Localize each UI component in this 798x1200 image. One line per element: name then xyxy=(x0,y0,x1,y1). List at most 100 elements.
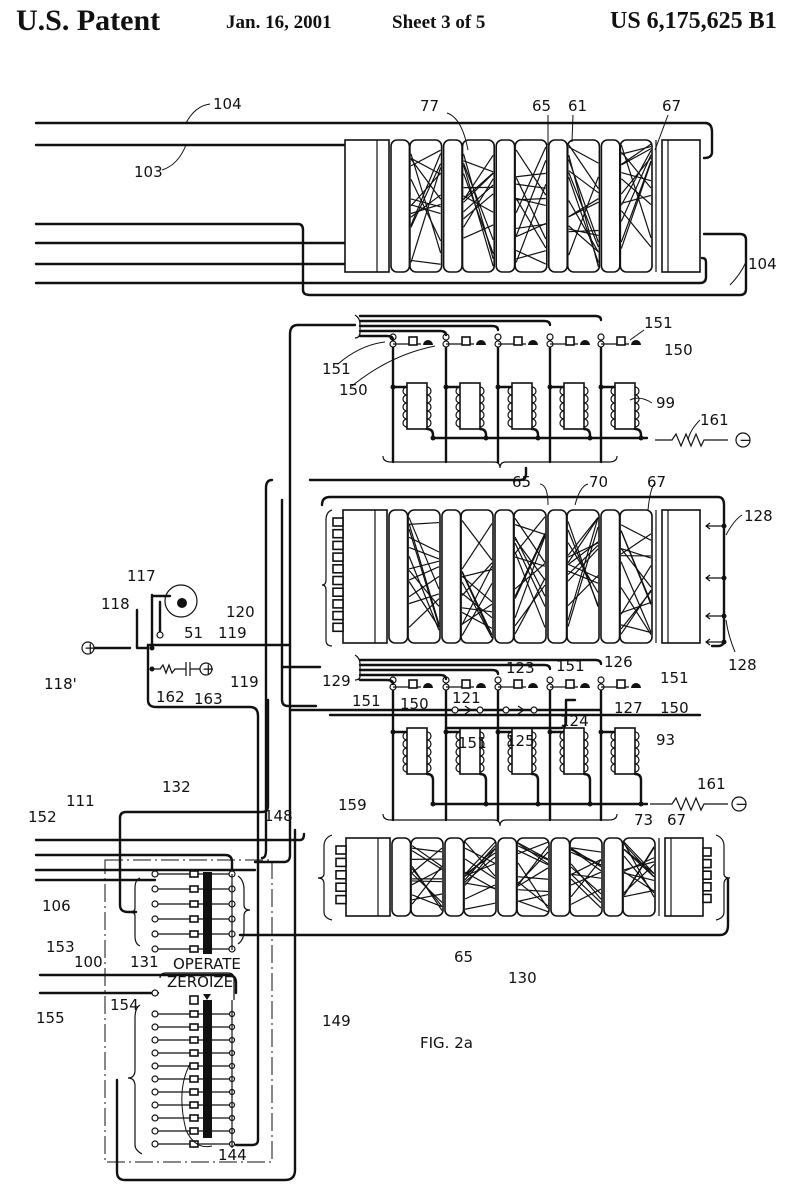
rotor-wire xyxy=(410,157,441,175)
contact-armature xyxy=(565,679,575,689)
negative-terminal-symbol: − xyxy=(735,795,748,813)
rotor-wire xyxy=(620,601,652,614)
rotor-wire xyxy=(514,542,546,607)
rotor-wire xyxy=(515,177,547,240)
ref-149: 149 xyxy=(322,1012,351,1030)
ref-77: 77 xyxy=(420,97,439,115)
rotor-wire xyxy=(461,568,493,578)
rotor-wire xyxy=(464,882,496,889)
rotor-wire xyxy=(461,603,493,625)
ref-120: 120 xyxy=(226,603,255,621)
rotor-wire xyxy=(462,173,494,254)
rotor-wire xyxy=(463,184,494,213)
ref-117: 117 xyxy=(127,567,156,585)
contact-terminal xyxy=(494,676,502,684)
rotor-wire xyxy=(411,847,443,874)
ref-159: 159 xyxy=(338,796,367,814)
rotor-wire xyxy=(518,889,549,893)
rotor-wire xyxy=(568,198,599,218)
rotor-disc xyxy=(547,509,568,644)
ref-128: 128 xyxy=(744,507,773,525)
feed-wire xyxy=(358,658,603,666)
ref-126: 126 xyxy=(604,653,633,671)
rotor-disc xyxy=(442,139,463,273)
ref-154: 154 xyxy=(110,996,139,1014)
rotor-wire xyxy=(623,861,655,871)
rotor-wire xyxy=(408,598,440,628)
switch-terminal xyxy=(151,1049,159,1057)
rotor-wire xyxy=(514,533,546,597)
ref-151: 151 xyxy=(322,360,351,378)
rotor-disc xyxy=(391,837,412,917)
rotor-wire xyxy=(517,845,549,861)
rotor-wire xyxy=(408,575,440,598)
end-plate xyxy=(344,139,390,273)
rotor-wire xyxy=(463,193,494,220)
keying-switch-panel[interactable] xyxy=(127,870,251,1155)
rotor-wire xyxy=(408,593,440,605)
rotor-wire xyxy=(461,575,493,603)
feed-wire xyxy=(358,334,395,342)
switch-terminal xyxy=(151,1010,159,1018)
ref-100: 100 xyxy=(74,953,103,971)
rotor-wire xyxy=(515,160,547,237)
ref-111: 111 xyxy=(66,792,95,810)
bracket xyxy=(129,877,141,947)
resistor-161-upper: − xyxy=(655,431,752,449)
ref-153: 153 xyxy=(46,938,75,956)
relay-coil-icon xyxy=(406,382,428,430)
rotor-wire xyxy=(517,850,549,866)
rotor-wire xyxy=(568,146,599,164)
bracket xyxy=(317,834,333,921)
switch-contact-131 xyxy=(189,930,199,938)
rotor-wire xyxy=(410,172,442,207)
rotor-wire xyxy=(410,158,442,200)
feed-wire xyxy=(358,673,448,681)
rotor-wire xyxy=(463,160,494,173)
rotor-wire xyxy=(464,871,496,890)
ref-119: 119 xyxy=(218,624,247,642)
contact-pin xyxy=(335,845,347,855)
rotor-wire xyxy=(568,200,599,253)
switch-contact-144 xyxy=(189,1023,199,1031)
switch-terminal xyxy=(151,885,159,893)
arrow-icon xyxy=(705,522,722,530)
rotor-wire xyxy=(463,172,494,200)
rotor-wire xyxy=(567,575,599,606)
switch-terminal xyxy=(151,1127,159,1135)
rotor-wire xyxy=(570,863,602,900)
rotor-wire xyxy=(571,873,602,879)
ref-121: 121 xyxy=(452,689,481,707)
rotor-wire xyxy=(570,878,602,909)
ref-129: 129 xyxy=(322,672,351,690)
rotor-wire xyxy=(621,194,652,204)
contact-terminal xyxy=(476,706,484,714)
rotor-wire xyxy=(463,172,494,203)
relay-coil-icon xyxy=(614,727,636,775)
relay-coil-icon xyxy=(563,727,585,775)
cam-wheel-icon xyxy=(164,584,198,618)
ref-70: 70 xyxy=(589,473,608,491)
contact-pin xyxy=(332,540,344,551)
relay-coil-icon xyxy=(563,382,585,430)
sheet-number: Sheet 3 of 5 xyxy=(392,12,486,33)
rotor-wire xyxy=(411,894,443,908)
rotor-wire xyxy=(620,565,652,615)
rotor-wire xyxy=(517,862,549,909)
switch-contact-131 xyxy=(189,945,199,953)
ref-161: 161 xyxy=(700,411,729,429)
rotor-wire xyxy=(514,551,546,628)
ref-151: 151 xyxy=(660,669,689,687)
contact-pin xyxy=(335,882,347,893)
rotor-wire xyxy=(620,161,652,249)
ref-144: 144 xyxy=(218,1146,247,1164)
ref-155: 155 xyxy=(36,1009,65,1027)
rotor-stack-middle xyxy=(320,495,727,648)
rotor-wire xyxy=(620,154,652,222)
rotor-disc xyxy=(495,139,516,273)
rotor-wire xyxy=(464,847,496,864)
rotor-wire xyxy=(462,164,494,267)
contact-pin xyxy=(332,587,344,598)
ref-103: 103 xyxy=(134,163,163,181)
rotor-wire xyxy=(567,542,599,558)
